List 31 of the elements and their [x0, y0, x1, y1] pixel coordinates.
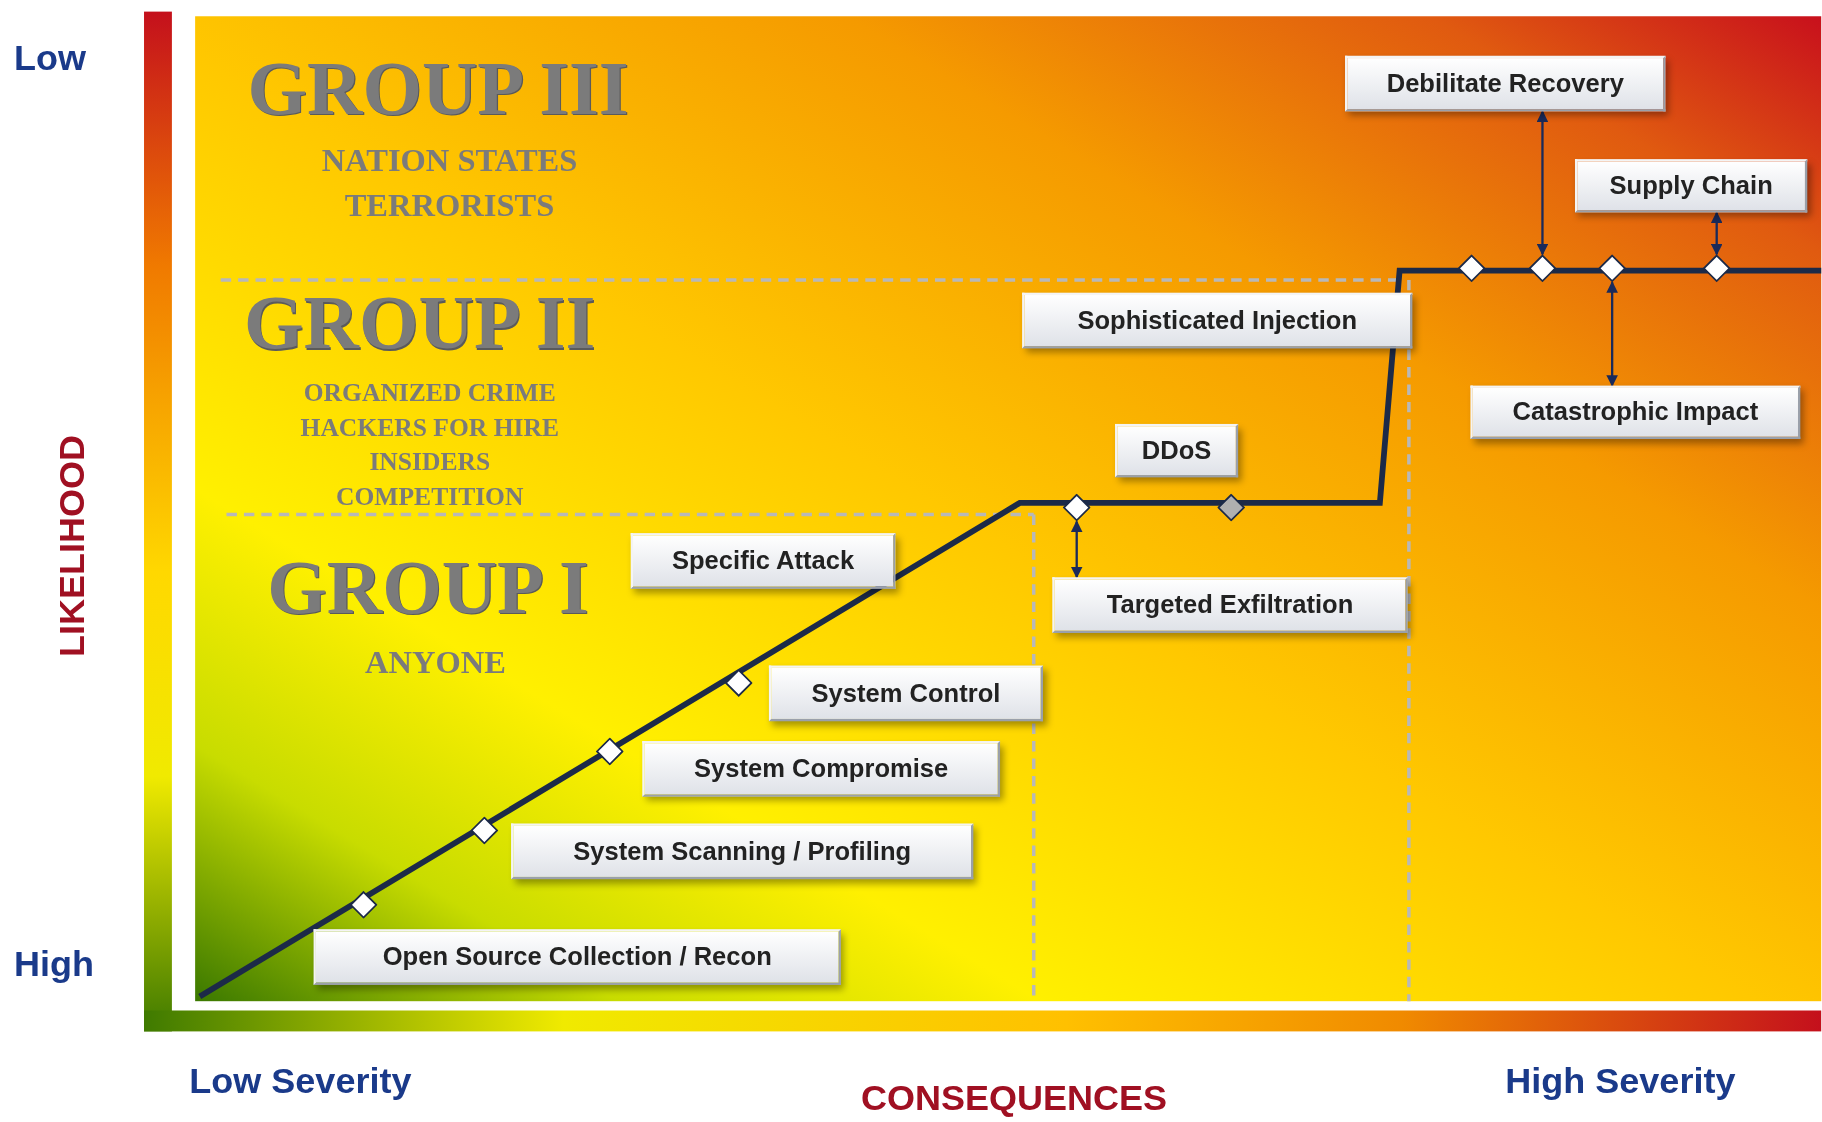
attack-stage-box: Open Source Collection / Recon	[313, 929, 841, 985]
axis-title: CONSEQUENCES	[860, 1077, 1168, 1120]
double-arrow	[1710, 211, 1723, 256]
axis-label: Low Severity	[189, 1060, 412, 1103]
attack-stage-box: Catastrophic Impact	[1470, 385, 1801, 440]
double-arrow	[1070, 520, 1083, 579]
axis-title: LIKELIHOOD	[51, 434, 93, 657]
axis-label: Low	[13, 37, 86, 79]
attack-stage-box: Targeted Exfiltration	[1052, 577, 1408, 633]
attack-stage-box: System Control	[768, 665, 1043, 722]
axis-label: High Severity	[1505, 1060, 1736, 1103]
attack-stage-box: System Compromise	[642, 741, 1001, 797]
attack-stage-box: Sophisticated Injection	[1022, 292, 1413, 349]
group-description: INSIDERS	[369, 447, 491, 478]
group-description: ORGANIZED CRIME	[303, 377, 556, 408]
group-description: TERRORISTS	[344, 187, 555, 225]
group-description: HACKERS FOR HIRE	[300, 412, 559, 443]
attack-stage-box: Specific Attack	[630, 533, 896, 589]
group-heading: GROUP III	[247, 44, 629, 133]
group-description: NATION STATES	[321, 141, 578, 179]
double-arrow	[1606, 281, 1618, 387]
attack-stage-box: Supply Chain	[1575, 159, 1808, 213]
group-description: ANYONE	[365, 643, 507, 681]
attack-stage-box: System Scanning / Profiling	[511, 823, 974, 880]
axis-label: High	[13, 943, 94, 985]
group-heading: GROUP II	[243, 278, 596, 367]
group-heading: GROUP I	[267, 543, 589, 632]
attack-stage-box: DDoS	[1115, 423, 1239, 478]
group-description: COMPETITION	[336, 482, 524, 513]
double-arrow	[1536, 110, 1549, 256]
attack-stage-box: Debilitate Recovery	[1345, 55, 1666, 112]
